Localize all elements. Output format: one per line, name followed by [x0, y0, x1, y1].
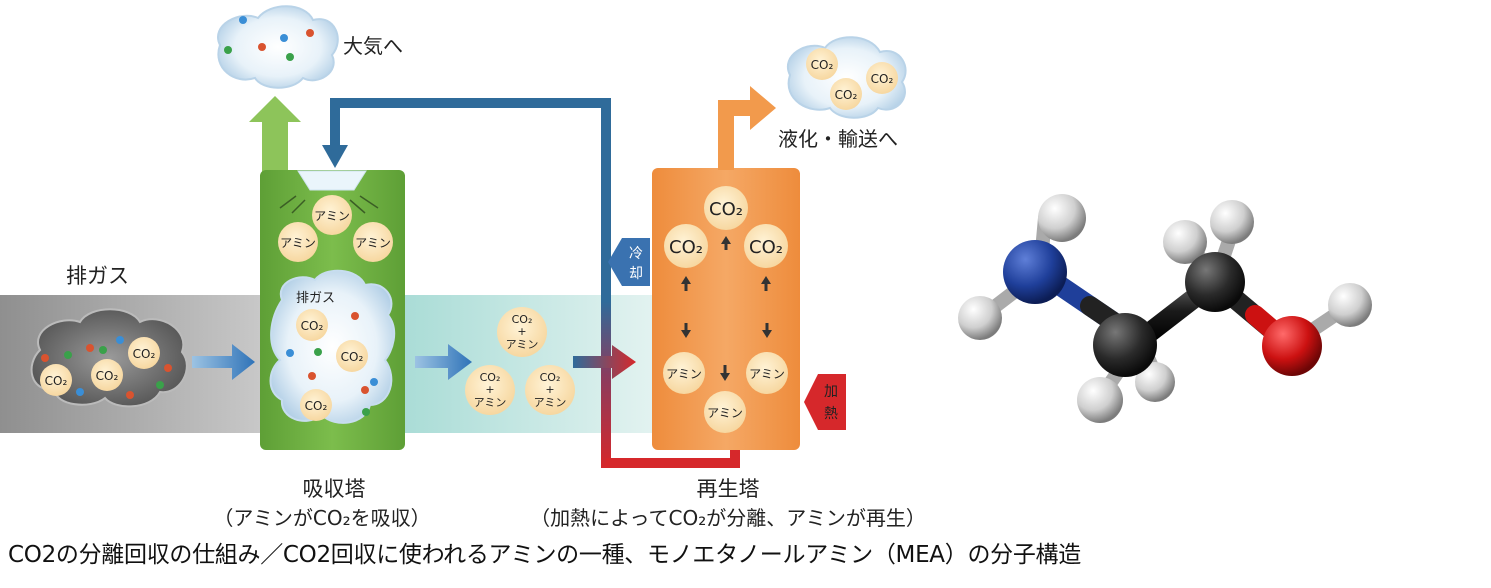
- heating-label-top: 加: [824, 384, 838, 400]
- rich-solvent-pipe-bottom: [606, 448, 740, 468]
- carbon-atom: [1185, 252, 1245, 312]
- atmosphere-cloud: [217, 5, 339, 89]
- amine-label: アミン: [666, 367, 702, 381]
- hydrogen-atom: [1077, 377, 1123, 423]
- co2-label: CO₂: [341, 350, 364, 364]
- figure-caption: CO2の分離回収の仕組み／CO2回収に使われるアミンの一種、モノエタノールアミン…: [8, 542, 1081, 568]
- exhaust-co2-bubble: [91, 359, 123, 391]
- svg-text:CO₂: CO₂: [871, 72, 894, 86]
- amine-label: アミン: [355, 236, 391, 250]
- co2-label: CO₂: [96, 369, 119, 383]
- flow-arrow-into-absorber: [192, 344, 255, 380]
- svg-text:アミン: アミン: [534, 396, 567, 409]
- hydrogen-atom: [1135, 362, 1175, 402]
- exhaust-co2-bubble: [128, 337, 160, 369]
- regenerator-subtitle: （加熱によってCO₂が分離、アミンが再生）: [530, 506, 926, 530]
- co2-label: CO₂: [301, 319, 324, 333]
- liquefaction-cloud: CO₂ CO₂ CO₂: [787, 36, 907, 119]
- regenerator-flow-arrows: [681, 236, 772, 381]
- co2-outlet-pipe: [718, 100, 734, 170]
- return-arrow-down: [322, 145, 348, 168]
- amine-label: アミン: [707, 406, 743, 420]
- svg-text:CO₂: CO₂: [540, 371, 561, 384]
- svg-text:CO₂: CO₂: [811, 58, 834, 72]
- svg-text:アミン: アミン: [506, 338, 539, 351]
- exhaust-gas-inner-label: 排ガス: [296, 291, 335, 306]
- flow-arrow-into-regenerator: [415, 344, 472, 380]
- co2-label: CO₂: [669, 237, 703, 258]
- heating-label-bottom: 熱: [824, 406, 838, 422]
- svg-text:CO₂: CO₂: [835, 88, 858, 102]
- co2-label: CO₂: [305, 399, 328, 413]
- svg-text:+: +: [545, 383, 554, 396]
- heating-tab: [804, 374, 846, 430]
- cooling-tab: [608, 238, 650, 286]
- hydrogen-atom: [1210, 200, 1254, 244]
- co2-label: CO₂: [45, 374, 68, 388]
- exhaust-gas-label: 排ガス: [66, 264, 129, 288]
- mea-molecule: [958, 194, 1372, 423]
- regenerator-title: 再生塔: [697, 477, 760, 501]
- vent-pipe: [262, 120, 288, 172]
- hydrogen-atom: [1038, 194, 1086, 242]
- feed-arrow: [573, 345, 636, 379]
- amine-label: アミン: [314, 209, 350, 223]
- amine-label: アミン: [749, 367, 785, 381]
- co2-outlet-pipe-h: [718, 100, 754, 116]
- exhaust-gas-cloud: CO₂ CO₂ CO₂: [30, 308, 188, 408]
- svg-text:CO₂: CO₂: [480, 371, 501, 384]
- absorber-title: 吸収塔: [303, 477, 366, 501]
- nitrogen-atom: [1003, 240, 1067, 304]
- absorber-gas-cloud: 排ガス CO₂ CO₂ CO₂: [269, 269, 396, 424]
- exhaust-co2-bubble: [40, 364, 72, 396]
- co2-amine-complexes: CO₂ + アミン CO₂ + アミン CO₂ + アミン: [465, 307, 575, 415]
- amine-bead: [312, 195, 352, 235]
- hydrogen-atom: [958, 296, 1002, 340]
- co2-label: CO₂: [133, 347, 156, 361]
- return-pipe-vertical: [601, 98, 611, 468]
- svg-text:アミン: アミン: [474, 396, 507, 409]
- co2-outlet-arrow-head: [750, 86, 776, 130]
- carbon-atom: [1093, 313, 1157, 377]
- svg-text:+: +: [485, 383, 494, 396]
- to-liquefaction-label: 液化・輸送へ: [778, 127, 898, 151]
- cooling-label-bottom: 却: [629, 266, 643, 282]
- amine-bead: [278, 222, 318, 262]
- svg-text:+: +: [517, 325, 526, 338]
- return-pipe-top: [330, 98, 606, 150]
- to-atmosphere-label: 大気へ: [343, 34, 403, 58]
- oxygen-atom: [1262, 316, 1322, 376]
- hydrogen-atom: [1328, 283, 1372, 327]
- co2-label: CO₂: [749, 237, 783, 258]
- amine-label: アミン: [280, 236, 316, 250]
- spray-nozzle: [297, 170, 367, 191]
- amine-bead: [353, 222, 393, 262]
- co2-label: CO₂: [709, 199, 743, 220]
- hydrogen-atom: [1163, 220, 1207, 264]
- svg-text:CO₂: CO₂: [512, 313, 533, 326]
- vent-arrow-head: [249, 96, 301, 122]
- cooling-label-top: 冷: [629, 246, 643, 262]
- absorber-subtitle: （アミンがCO₂を吸収）: [213, 506, 430, 530]
